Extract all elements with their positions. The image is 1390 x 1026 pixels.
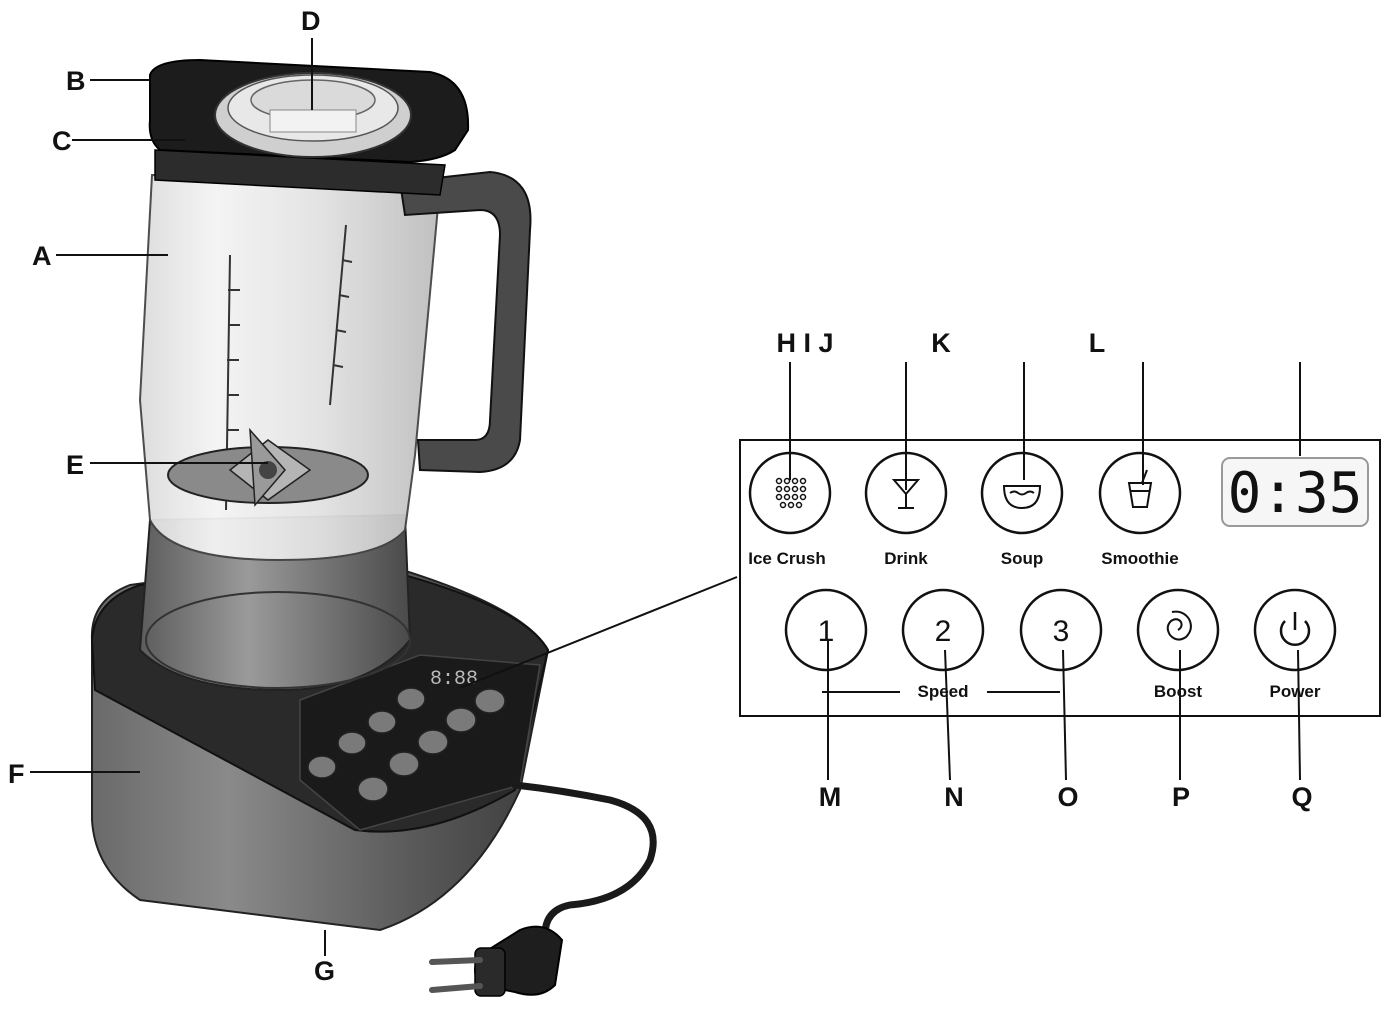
- left-callouts: B C D A E F G: [8, 6, 335, 986]
- measuring-cap: [214, 72, 412, 158]
- program-button-soup[interactable]: [980, 451, 1064, 535]
- program-button-drink[interactable]: [864, 451, 948, 535]
- label-drink: Drink: [884, 549, 928, 568]
- callout-F: F: [8, 759, 25, 789]
- speed-3-label: 3: [1053, 615, 1070, 648]
- panel-callouts: H I J K L M N O P Q: [776, 328, 1312, 812]
- callout-G: G: [314, 956, 335, 986]
- dots-grid-icon: [775, 477, 807, 509]
- callout-C: C: [52, 126, 72, 156]
- callout-D: D: [301, 6, 321, 36]
- timer-display: 0:35: [1221, 457, 1369, 527]
- control-panel-enlarged: 0:35 Ice Crush Drink Soup Smoot: [739, 439, 1381, 717]
- lid-seal: [154, 149, 446, 196]
- callout-E: E: [66, 450, 84, 480]
- power-cord: [511, 781, 657, 939]
- label-ice-crush: Ice Crush: [748, 549, 825, 568]
- base-buttons: [307, 687, 506, 802]
- blender-illustration: 8:88: [90, 58, 657, 997]
- callout-L: L: [1089, 328, 1106, 358]
- program-button-smoothie[interactable]: [1098, 451, 1182, 535]
- power-button[interactable]: [1253, 588, 1337, 672]
- power-plug: [429, 925, 564, 997]
- callout-N: N: [944, 782, 964, 812]
- callout-P: P: [1172, 782, 1190, 812]
- speed-button-3[interactable]: 3: [1019, 588, 1103, 672]
- speed-1-label: 1: [818, 615, 835, 648]
- power-icon: [1279, 612, 1311, 647]
- callout-A: A: [32, 241, 52, 271]
- leader-O: [1062, 649, 1067, 781]
- callout-HIJ: H I J: [776, 328, 833, 358]
- boost-button[interactable]: [1136, 588, 1220, 672]
- callout-K: K: [931, 328, 951, 358]
- leader-Q: [1297, 649, 1301, 781]
- speed-2-label: 2: [935, 615, 952, 648]
- display-time: 0:35: [1228, 461, 1363, 526]
- speed-button-2[interactable]: 2: [901, 588, 985, 672]
- label-smoothie: Smoothie: [1101, 549, 1178, 568]
- jar-handle: [398, 170, 532, 474]
- label-speed: Speed: [917, 682, 968, 701]
- speed-button-1[interactable]: 1: [784, 588, 868, 672]
- callout-B: B: [66, 66, 86, 96]
- callout-Q: Q: [1291, 782, 1312, 812]
- soup-bowl-icon: [1002, 485, 1042, 510]
- label-soup: Soup: [1001, 549, 1044, 568]
- label-power: Power: [1269, 682, 1320, 701]
- blade-assembly: [167, 427, 369, 507]
- panel-zoom-leader: [459, 576, 738, 689]
- label-boost: Boost: [1154, 682, 1203, 701]
- callout-M: M: [819, 782, 842, 812]
- spiral-icon: [1166, 610, 1192, 641]
- base-mini-display: 8:88: [430, 668, 478, 691]
- jar-collar: [138, 513, 412, 692]
- leader-N: [944, 649, 951, 781]
- callout-O: O: [1057, 782, 1078, 812]
